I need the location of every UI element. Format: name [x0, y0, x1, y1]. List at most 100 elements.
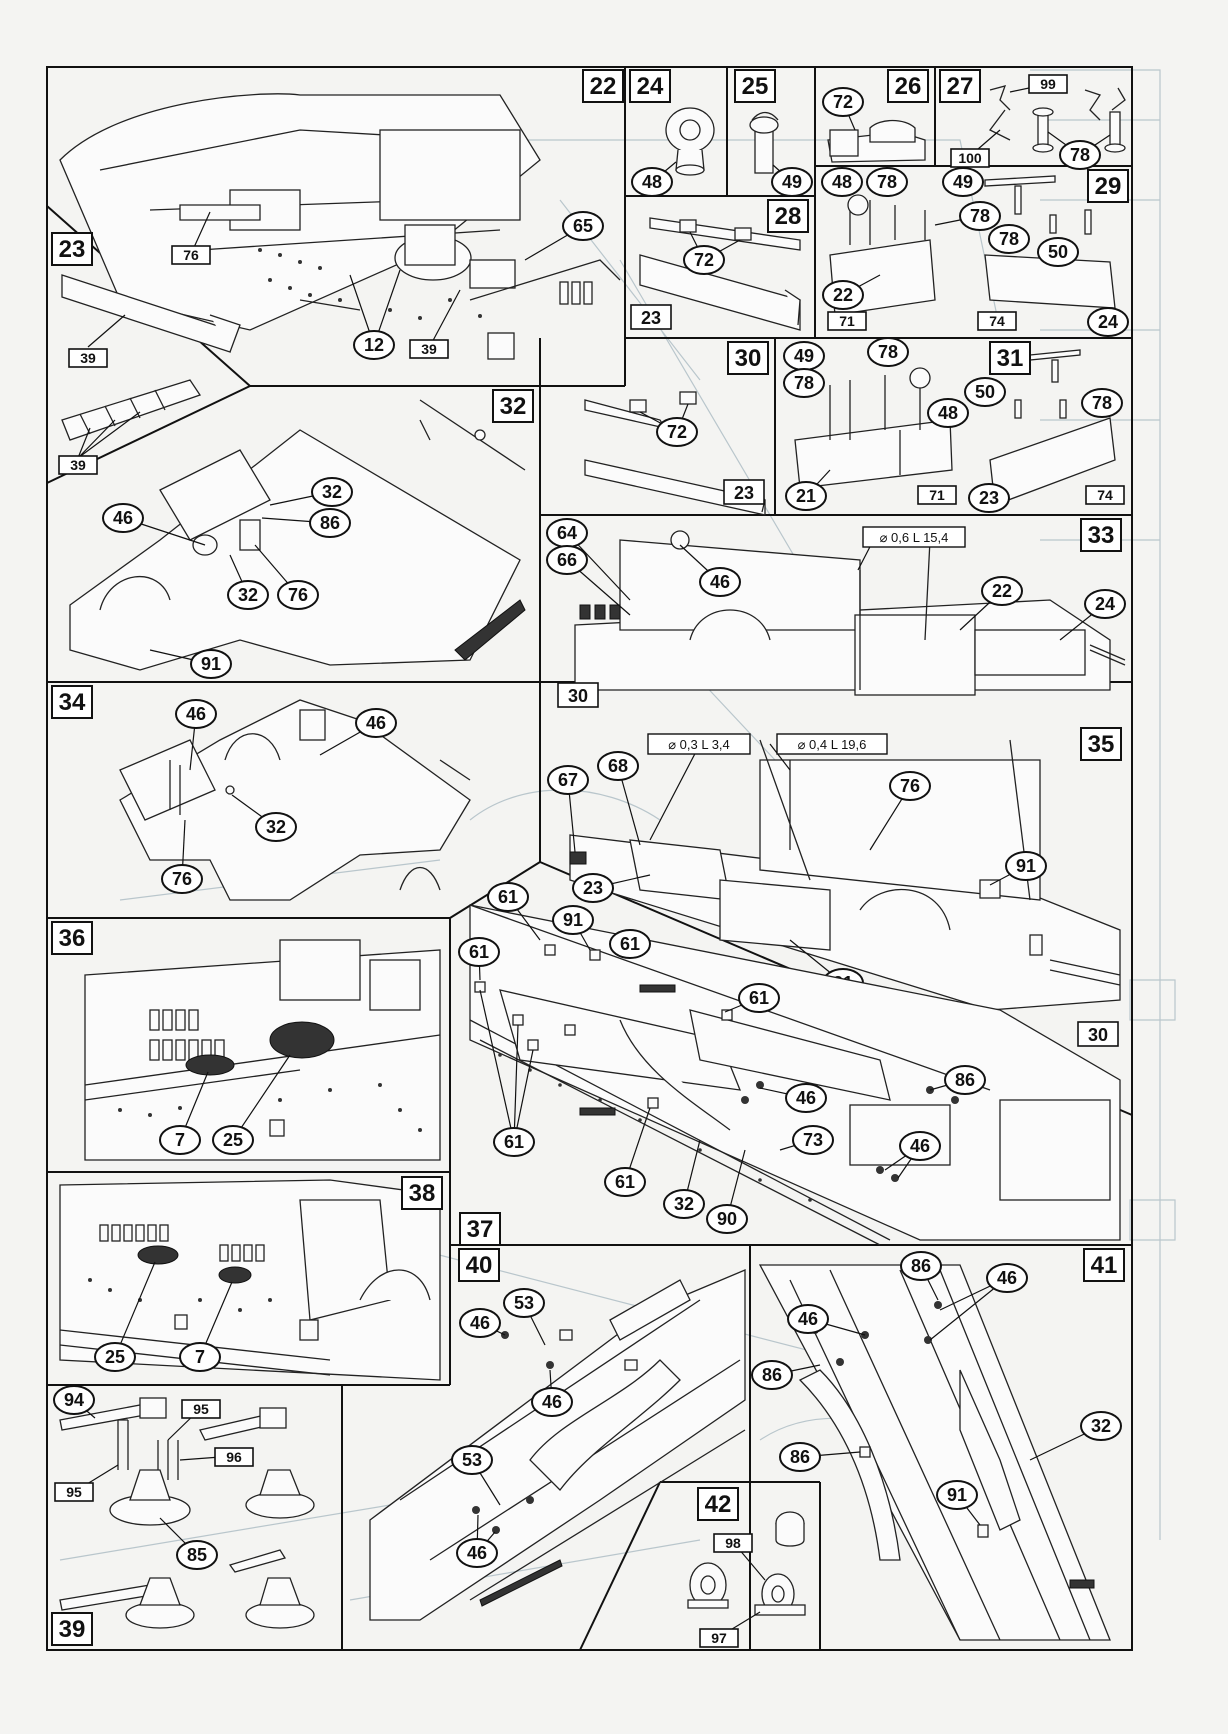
spec-wire-35a: ⌀ 0,3 L 3,4 [668, 737, 730, 752]
callout-part-48: 48 [642, 172, 662, 192]
callout-part-86: 86 [320, 513, 340, 533]
step-26-badge: 26 [887, 69, 929, 103]
step-36-number: 36 [59, 925, 86, 952]
callout-part-61-f: 61 [615, 1172, 635, 1192]
step-28-callouts: 72 23 [630, 231, 741, 330]
panel-28-artwork [639, 217, 801, 331]
ref-part-39: 39 [421, 341, 437, 357]
callout-part-86-b: 86 [762, 1365, 782, 1385]
panel-41-artwork [758, 1264, 1111, 1641]
callout-part-85: 85 [187, 1545, 207, 1565]
callout-part-46: 46 [186, 704, 206, 724]
step-40-number: 40 [466, 1252, 493, 1279]
callout-part-91: 91 [1016, 856, 1036, 876]
ref-part-74: 74 [989, 313, 1005, 329]
step-25-badge: 25 [734, 69, 776, 103]
callout-part-72: 72 [694, 250, 714, 270]
step-30-callouts: 72 23 [639, 403, 765, 505]
ref-part-23: 23 [734, 483, 754, 503]
step-40-badge: 40 [458, 1248, 500, 1282]
step-23-number: 23 [59, 236, 86, 263]
step-34-number: 34 [59, 689, 86, 716]
panel-26-artwork [827, 119, 926, 163]
step-33-callouts: 64 66 46 22 24 ⌀ 0,6 L 15,4 30 [546, 518, 1126, 708]
step-28-badge: 28 [767, 199, 809, 233]
callout-part-32: 32 [1091, 1416, 1111, 1436]
callout-part-25: 25 [223, 1130, 243, 1150]
step-37-badge: 37 [459, 1212, 501, 1246]
callout-part-61-c: 61 [469, 942, 489, 962]
step-32-callouts: 32 86 46 32 76 91 [102, 477, 353, 679]
step-38-callouts: 25 7 [94, 1261, 233, 1372]
callout-part-78-c: 78 [1092, 393, 1112, 413]
step-42-badge: 42 [697, 1487, 739, 1521]
step-34-callouts: 46 46 32 76 [161, 699, 397, 894]
callout-part-46: 46 [470, 1313, 490, 1333]
callout-part-32: 32 [674, 1194, 694, 1214]
callout-part-46: 46 [710, 572, 730, 592]
step-33-badge: 33 [1080, 518, 1122, 552]
step-32-badge: 32 [492, 389, 534, 423]
callout-part-78-c: 78 [999, 229, 1019, 249]
step-40-callouts: 46 53 46 53 46 [451, 1288, 573, 1568]
callout-part-23: 23 [583, 878, 603, 898]
panel-42-artwork [687, 1511, 806, 1616]
step-32-number: 32 [500, 393, 527, 420]
step-39-number: 39 [59, 1616, 86, 1643]
callout-part-23: 23 [979, 488, 999, 508]
step-27-callouts: 99 100 78 [950, 74, 1111, 170]
callout-part-78: 78 [877, 172, 897, 192]
ref-part-95-b: 95 [66, 1484, 82, 1500]
callout-part-68: 68 [608, 756, 628, 776]
panel-40-artwork [369, 1269, 746, 1621]
callout-part-76: 76 [288, 585, 308, 605]
step-38-number: 38 [409, 1180, 436, 1207]
callout-part-61-d: 61 [749, 988, 769, 1008]
callout-part-50: 50 [975, 382, 995, 402]
step-31-number: 31 [997, 345, 1024, 372]
callout-part-86-c: 86 [790, 1447, 810, 1467]
step-22-callouts: 65 12 76 39 [171, 211, 604, 360]
step-36-callouts: 7 25 [159, 1054, 291, 1155]
spec-wire-35b: ⌀ 0,4 L 19,6 [798, 737, 867, 752]
step-27-number: 27 [947, 73, 974, 100]
callout-part-61-b: 61 [620, 934, 640, 954]
callout-part-91: 91 [201, 654, 221, 674]
callout-part-66: 66 [557, 550, 577, 570]
callout-part-24: 24 [1095, 594, 1115, 614]
step-42-callouts: 98 97 [699, 1533, 766, 1648]
callout-part-49: 49 [782, 172, 802, 192]
step-29-callouts: 48 78 49 78 78 50 22 24 71 74 [821, 167, 1129, 337]
panel-27-artwork [989, 85, 1126, 153]
callout-part-61: 61 [498, 887, 518, 907]
step-22-number: 22 [590, 73, 617, 100]
callout-part-76: 76 [172, 869, 192, 889]
step-34-badge: 34 [51, 685, 93, 719]
step-23-callouts: 39 39 [58, 314, 141, 475]
callout-part-46: 46 [113, 508, 133, 528]
step-37-callouts: 61 91 61 61 61 46 86 73 46 61 61 32 [458, 882, 986, 1234]
callout-part-25: 25 [105, 1347, 125, 1367]
step-22-badge: 22 [582, 69, 624, 103]
callout-part-67: 67 [558, 770, 578, 790]
callout-part-12: 12 [364, 335, 384, 355]
step-39-badge: 39 [51, 1612, 93, 1646]
ref-part-99: 99 [1040, 76, 1056, 92]
step-39-callouts: 94 85 95 95 96 [53, 1385, 254, 1570]
step-41-badge: 41 [1083, 1248, 1125, 1282]
callout-part-46-b: 46 [798, 1309, 818, 1329]
callout-part-94: 94 [64, 1390, 84, 1410]
callout-part-50: 50 [1048, 242, 1068, 262]
ref-part-95: 95 [193, 1401, 209, 1417]
panel-36-artwork [84, 939, 441, 1161]
callout-part-72: 72 [667, 422, 687, 442]
callout-part-78-b: 78 [970, 206, 990, 226]
ref-part-39-b: 39 [70, 457, 86, 473]
callout-part-90: 90 [717, 1209, 737, 1229]
ref-part-98: 98 [725, 1535, 741, 1551]
callout-part-32-b: 32 [238, 585, 258, 605]
callout-part-7: 7 [195, 1347, 205, 1367]
ref-part-71: 71 [839, 313, 855, 329]
callout-part-32: 32 [266, 817, 286, 837]
